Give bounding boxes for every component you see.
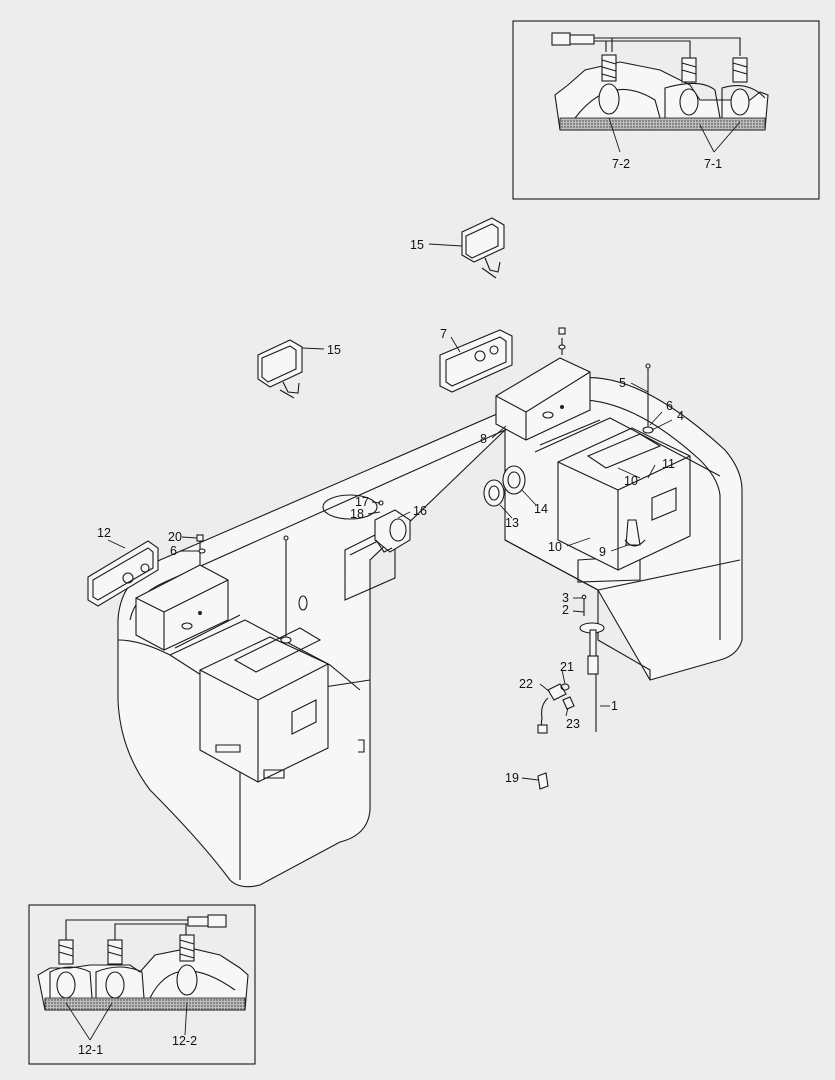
battery-cover-left	[135, 534, 229, 651]
callout-12-2: 12-2	[172, 1034, 197, 1048]
callout-7-1: 7-1	[704, 157, 722, 171]
work-lamp-15-upper	[428, 217, 505, 279]
callout-14: 14	[534, 502, 548, 516]
part-19	[521, 772, 549, 790]
battery-cover-8	[491, 327, 591, 441]
callout-15: 15	[410, 238, 424, 252]
callout-7-2: 7-2	[612, 157, 630, 171]
connector-plug-icon	[551, 32, 571, 46]
bulb-icon	[730, 57, 750, 116]
bulb-icon	[176, 934, 198, 996]
sensor-21-22-23	[537, 669, 575, 734]
battery-right	[534, 363, 721, 571]
callout-19: 19	[505, 771, 519, 785]
battery-left	[169, 535, 361, 783]
bulb-icon	[56, 939, 76, 999]
callout-23: 23	[566, 717, 580, 731]
callout-6: 6	[666, 399, 673, 413]
callout-2: 2	[562, 603, 569, 617]
callout-7: 7	[440, 327, 447, 341]
callout-15: 15	[327, 343, 341, 357]
lamp-assembly-12	[87, 539, 159, 607]
callout-3: 3	[562, 591, 569, 605]
callout-12-1: 12-1	[78, 1043, 103, 1057]
callout-10: 10	[624, 474, 638, 488]
callout-22: 22	[519, 677, 533, 691]
bulb-icon	[105, 939, 125, 999]
horn-16	[367, 500, 411, 553]
callout-labels: 7-2 7-1 15 15 7 5 6 4 8 11 10 14 13 17 1…	[78, 157, 722, 1057]
bulb-icon	[679, 57, 699, 116]
fuel-sender-1	[572, 594, 610, 732]
callout-12: 12	[97, 526, 111, 540]
inset-frame-top	[512, 20, 820, 200]
callout-9: 9	[599, 545, 606, 559]
callout-1: 1	[611, 699, 618, 713]
callout-10: 10	[548, 540, 562, 554]
callout-13: 13	[505, 516, 519, 530]
work-lamp-15-lower	[257, 339, 325, 399]
callout-17: 17	[355, 495, 369, 509]
grommets-13-14	[483, 465, 537, 519]
inset-lamp-7	[512, 20, 820, 200]
callout-16: 16	[413, 504, 427, 518]
inset-lamp-12	[28, 904, 256, 1065]
callout-21: 21	[560, 660, 574, 674]
callout-11: 11	[662, 457, 675, 471]
bulb-icon	[598, 54, 620, 115]
inset-frame-bottom	[28, 904, 256, 1065]
callout-18: 18	[350, 507, 364, 521]
callout-4: 4	[677, 409, 684, 423]
callout-5: 5	[619, 376, 626, 390]
lamp-assembly-7	[439, 329, 513, 393]
callout-20: 20	[168, 530, 182, 544]
callout-6: 6	[170, 544, 177, 558]
callout-8: 8	[480, 432, 487, 446]
connector-plug-icon	[207, 914, 227, 928]
